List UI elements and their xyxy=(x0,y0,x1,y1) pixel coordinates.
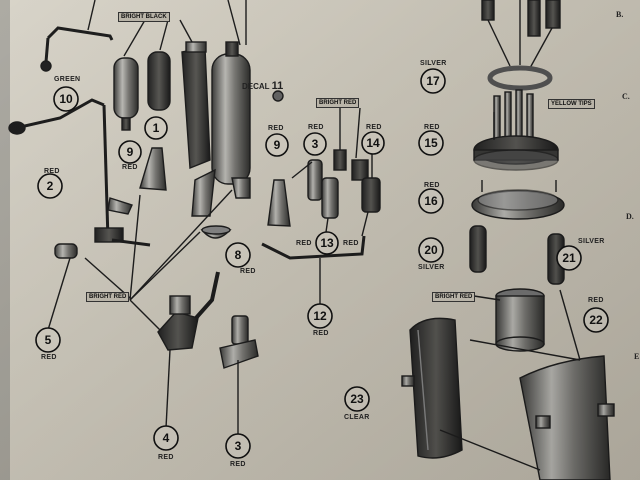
callout-15-number: 15 xyxy=(424,136,438,150)
side-letter-b: B. xyxy=(616,10,624,19)
callout-9-left-color: RED xyxy=(122,164,138,171)
callout-10-color: GREEN xyxy=(54,76,81,83)
callout-4-number: 4 xyxy=(162,431,170,445)
callout-12-color: RED xyxy=(313,330,329,337)
bright-red-tag-right: BRIGHT RED xyxy=(432,292,476,302)
callout-17-number: 17 xyxy=(426,74,440,88)
callout-10-number: 10 xyxy=(59,92,73,106)
callout-8-number: 8 xyxy=(234,248,242,262)
callout-20-number: 20 xyxy=(424,243,438,257)
callout-17-color: SILVER xyxy=(420,60,447,67)
callout-23-color: CLEAR xyxy=(344,414,370,421)
callout-14-color: RED xyxy=(366,124,382,131)
callout-21-number: 21 xyxy=(562,251,576,265)
callout-15-color: RED xyxy=(424,124,440,131)
callout-4-color: RED xyxy=(158,454,174,461)
callout-8-color: RED xyxy=(240,268,256,275)
callout-1-number: 1 xyxy=(152,121,160,135)
callout-16-color: RED xyxy=(424,182,440,189)
callout-16-number: 16 xyxy=(424,194,438,208)
callout-13-left-color: RED xyxy=(296,240,312,247)
callout-9-right-color: RED xyxy=(268,125,284,132)
callout-13-number: 13 xyxy=(320,236,334,250)
callout-23-number: 23 xyxy=(350,392,364,406)
callout-3-top-color: RED xyxy=(308,124,324,131)
callout-3-top-number: 3 xyxy=(311,137,319,151)
decal-text: DECAL xyxy=(242,82,270,91)
callout-21-color: SILVER xyxy=(578,238,605,245)
callout-14-number: 14 xyxy=(366,136,380,150)
bright-black-tag: BRIGHT BLACK xyxy=(118,12,170,22)
callout-9-left-number: 9 xyxy=(126,145,134,159)
side-letter-c: C. xyxy=(622,92,630,101)
callout-2-number: 2 xyxy=(46,179,54,193)
side-letter-d: D. xyxy=(626,212,634,221)
side-letter-e: E xyxy=(634,352,640,361)
yellow-tips-tag: YELLOW TIPS xyxy=(548,99,595,109)
callout-12-number: 12 xyxy=(313,309,327,323)
decal-number: 11 xyxy=(271,80,284,92)
callout-3-bottom-number: 3 xyxy=(234,439,242,453)
callout-13-color: RED xyxy=(343,240,359,247)
decal-label: DECAL 11 xyxy=(242,80,283,92)
callout-5-number: 5 xyxy=(44,333,52,347)
callout-22-number: 22 xyxy=(589,313,603,327)
bright-red-tag-left: BRIGHT RED xyxy=(86,292,130,302)
callout-22-color: RED xyxy=(588,297,604,304)
callout-5-color: RED xyxy=(41,354,57,361)
callout-20-color: SILVER xyxy=(418,264,445,271)
callout-3-bottom-color: RED xyxy=(230,461,246,468)
bright-red-tag-top: BRIGHT RED xyxy=(316,98,360,108)
callout-2-color: RED xyxy=(44,168,60,175)
callout-9-right-number: 9 xyxy=(273,138,281,152)
